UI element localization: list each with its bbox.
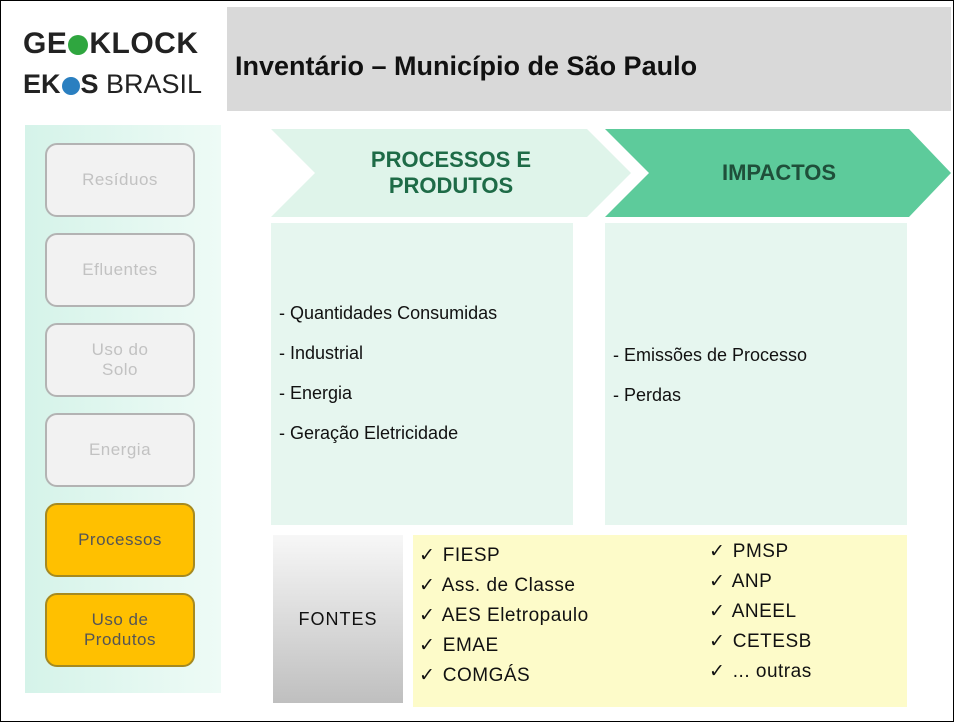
list-item: - Geração Eletricidade: [279, 423, 459, 443]
fonte-name: Ass. de Classe: [441, 575, 576, 596]
check-icon: ✓: [709, 661, 726, 682]
impactos-panel: - Emissões de Processo - Perdas: [605, 223, 907, 525]
check-icon: ✓: [419, 545, 436, 566]
logo-text: S: [80, 69, 99, 99]
list-item: ✓ COMGÁS: [419, 661, 589, 691]
chevron-shape: [271, 129, 631, 217]
fontes-label-box: FONTES: [273, 535, 403, 703]
fonte-name: PMSP: [732, 541, 789, 562]
logo-line-ekos: EK S BRASIL: [23, 69, 202, 100]
sidebar-item-efluentes[interactable]: Efluentes: [45, 233, 195, 307]
sidebar: Resíduos Efluentes Uso do Solo Energia P…: [25, 125, 221, 693]
list-item: ✓ ANP: [709, 567, 812, 597]
check-icon: ✓: [709, 601, 726, 622]
sidebar-item-uso-do-solo[interactable]: Uso do Solo: [45, 323, 195, 397]
fonte-name: FIESP: [442, 545, 501, 566]
list-item: ✓ Ass. de Classe: [419, 571, 589, 601]
fonte-name: ANP: [731, 571, 773, 592]
chevron-shape: [605, 129, 951, 217]
impactos-list: - Emissões de Processo - Perdas: [613, 335, 807, 415]
stage-impactos: IMPACTOS: [605, 129, 951, 217]
logo-text: KLOCK: [89, 27, 199, 60]
stage-processos-produtos: PROCESSOS E PRODUTOS: [271, 129, 631, 217]
list-item: ✓ FIESP: [419, 541, 589, 571]
processos-list: - Quantidades Consumidas - Industrial - …: [279, 293, 497, 453]
logo-text: EK: [23, 69, 61, 99]
page-title: Inventário – Município de São Paulo: [235, 51, 698, 81]
check-icon: ✓: [419, 665, 436, 686]
check-icon: ✓: [419, 605, 436, 626]
list-item: - Quantidades Consumidas: [279, 303, 498, 323]
title-bar: Inventário – Município de São Paulo: [227, 7, 951, 111]
list-item: - Energia: [279, 383, 353, 403]
check-icon: ✓: [419, 575, 436, 596]
sidebar-item-residuos[interactable]: Resíduos: [45, 143, 195, 217]
fonte-name: EMAE: [442, 635, 499, 656]
fontes-list-col1: ✓ FIESP ✓ Ass. de Classe ✓ AES Eletropau…: [419, 541, 589, 691]
fontes-panel: ✓ FIESP ✓ Ass. de Classe ✓ AES Eletropau…: [413, 535, 907, 707]
list-item: ✓ EMAE: [419, 631, 589, 661]
fonte-name: ... outras: [732, 661, 812, 682]
list-item: ✓ CETESB: [709, 627, 812, 657]
stage-label: PROCESSOS E PRODUTOS: [370, 147, 532, 198]
company-logo: GE KLOCK EK S BRASIL: [23, 27, 223, 107]
fonte-name: AES Eletropaulo: [441, 605, 589, 626]
fonte-name: COMGÁS: [442, 665, 531, 686]
check-icon: ✓: [709, 571, 726, 592]
list-item: - Perdas: [613, 385, 682, 405]
list-item: ✓ PMSP: [709, 537, 812, 567]
logo-line-geoklock: GE KLOCK: [23, 27, 199, 61]
check-icon: ✓: [709, 631, 726, 652]
fonte-name: ANEEL: [731, 601, 797, 622]
check-icon: ✓: [419, 635, 436, 656]
list-item: ✓ ... outras: [709, 657, 812, 687]
sidebar-item-energia[interactable]: Energia: [45, 413, 195, 487]
logo-text: GE: [23, 27, 68, 60]
check-icon: ✓: [709, 541, 726, 562]
list-item: - Industrial: [279, 343, 364, 363]
fontes-list-col2: ✓ PMSP ✓ ANP ✓ ANEEL ✓ CETESB ✓ ... outr…: [709, 537, 812, 687]
logo-dot-icon: [68, 35, 89, 55]
list-item: - Emissões de Processo: [613, 345, 808, 365]
stage-label: IMPACTOS: [721, 160, 837, 185]
sidebar-item-processos[interactable]: Processos: [45, 503, 195, 577]
logo-text: BRASIL: [98, 69, 203, 99]
processos-panel: - Quantidades Consumidas - Industrial - …: [271, 223, 573, 525]
fontes-label: FONTES: [298, 608, 378, 629]
list-item: ✓ ANEEL: [709, 597, 812, 627]
list-item: ✓ AES Eletropaulo: [419, 601, 589, 631]
fonte-name: CETESB: [732, 631, 812, 652]
logo-dot-icon: [61, 77, 80, 95]
sidebar-item-uso-de-produtos[interactable]: Uso de Produtos: [45, 593, 195, 667]
